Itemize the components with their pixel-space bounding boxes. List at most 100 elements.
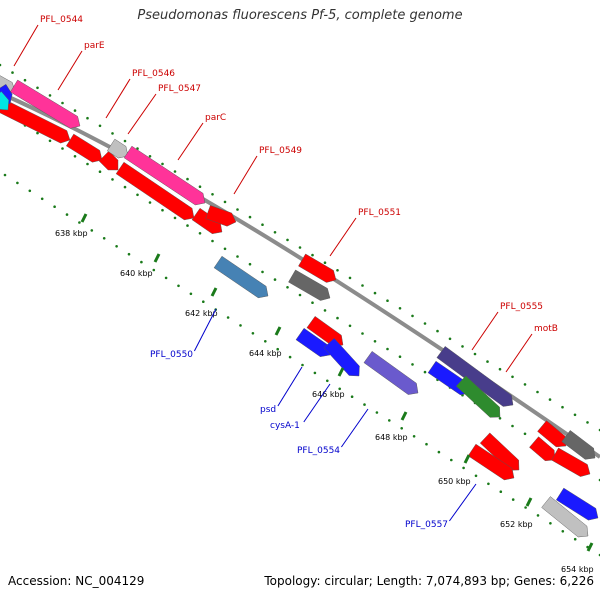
- gene-arrow[interactable]: [295, 327, 334, 360]
- ring-dot: [323, 261, 327, 265]
- leader-line: [193, 308, 217, 352]
- ring-dot: [261, 223, 264, 226]
- ring-dot: [0, 63, 2, 67]
- ring-dot: [561, 530, 565, 533]
- ring-dot: [248, 215, 252, 219]
- gene-label-top[interactable]: PFL_0549: [259, 146, 302, 156]
- ring-dot: [536, 514, 540, 517]
- gene-label-top[interactable]: motB: [534, 324, 558, 334]
- gene-arrow[interactable]: [541, 496, 593, 542]
- gene-label-bottom[interactable]: psd: [260, 405, 276, 415]
- ring-dot: [86, 162, 89, 166]
- gene-arrow[interactable]: [213, 255, 272, 302]
- ring-dot: [461, 345, 464, 348]
- ring-dot: [301, 363, 304, 367]
- ring-dot: [348, 324, 352, 328]
- gene-label-top[interactable]: PFL_0546: [132, 69, 175, 79]
- ring-dot: [549, 522, 552, 525]
- gene-arrow[interactable]: [561, 430, 599, 463]
- tick-mark: [400, 411, 408, 421]
- gene-label-bottom[interactable]: PFL_0550: [150, 350, 193, 360]
- ring-dot: [375, 411, 379, 414]
- gene-label-top[interactable]: parE: [84, 41, 105, 51]
- ring-dot: [286, 286, 289, 289]
- ring-dot: [523, 432, 527, 436]
- gene-arrow[interactable]: [298, 253, 339, 286]
- ring-dot: [573, 537, 577, 541]
- gene-arrow[interactable]: [0, 97, 73, 147]
- gene-arrow[interactable]: [323, 338, 364, 380]
- ring-dot: [177, 284, 180, 288]
- ring-dot: [189, 292, 193, 296]
- ring-dot: [486, 360, 489, 363]
- gene-arrow[interactable]: [205, 205, 239, 228]
- gene-label-top[interactable]: PFL_0544: [40, 15, 83, 25]
- gene-arrow[interactable]: [98, 150, 123, 175]
- accession-text: Accession: NC_004129: [8, 574, 145, 588]
- tick-label: 648 kbp: [375, 433, 408, 442]
- ring-dot: [511, 375, 514, 379]
- ring-dot: [173, 216, 177, 220]
- gene-arrow[interactable]: [529, 436, 559, 466]
- ring-dot: [48, 139, 52, 143]
- gene-arrow[interactable]: [66, 133, 105, 166]
- tick-label: 652 kbp: [500, 520, 533, 529]
- feature-track[interactable]: [0, 71, 600, 542]
- ring-dot: [487, 482, 490, 486]
- gene-arrow[interactable]: [436, 346, 517, 410]
- ring-dot: [111, 132, 114, 135]
- gene-label-top[interactable]: PFL_0551: [358, 208, 401, 218]
- ring-dot: [450, 458, 453, 462]
- gene-label-top[interactable]: parC: [205, 113, 226, 123]
- tick-label: 638 kbp: [55, 229, 88, 238]
- ring-dot: [53, 205, 56, 208]
- ring-dot: [311, 253, 314, 257]
- ring-dot: [288, 355, 292, 359]
- gene-arrow[interactable]: [537, 420, 571, 452]
- gene-arrow[interactable]: [363, 351, 422, 398]
- leader-line: [303, 383, 331, 423]
- ring-dot: [211, 193, 214, 196]
- gene-arrow[interactable]: [551, 447, 594, 480]
- gene-label-top[interactable]: PFL_0555: [500, 302, 543, 312]
- ring-dot: [61, 101, 64, 105]
- gene-arrow[interactable]: [123, 145, 209, 209]
- ring-dot: [323, 309, 327, 312]
- gene-label-bottom[interactable]: cysA-1: [270, 421, 300, 431]
- gene-arrow[interactable]: [455, 375, 504, 422]
- gene-label-top[interactable]: PFL_0547: [158, 84, 201, 94]
- ring-dot: [473, 352, 477, 356]
- ring-dot: [202, 300, 205, 304]
- gene-arrow[interactable]: [288, 269, 333, 304]
- leader-line: [177, 122, 204, 161]
- ring-dot: [388, 419, 391, 422]
- ring-dot: [248, 262, 252, 266]
- ring-dot: [198, 232, 202, 235]
- gene-label-bottom[interactable]: PFL_0554: [297, 446, 340, 456]
- gene-arrow[interactable]: [555, 487, 600, 524]
- ring-dot: [548, 398, 552, 401]
- ring-dot: [115, 245, 118, 248]
- ring-dot: [127, 252, 131, 256]
- ring-dot: [223, 247, 227, 251]
- gene-arrow[interactable]: [10, 79, 83, 132]
- ring-dot: [28, 189, 32, 193]
- ring-dot: [348, 276, 352, 280]
- gene-arrow[interactable]: [115, 161, 198, 224]
- gene-arrow[interactable]: [106, 138, 132, 162]
- ring-dot: [36, 86, 39, 90]
- gene-label-bottom[interactable]: PFL_0557: [405, 520, 448, 530]
- gene-arrow[interactable]: [479, 432, 524, 475]
- gene-arrow[interactable]: [467, 443, 518, 484]
- ring-dot: [286, 238, 289, 242]
- ring-dot: [236, 255, 239, 258]
- ring-dot: [373, 340, 377, 343]
- ring-dot: [536, 390, 539, 394]
- tick-label: 654 kbp: [561, 565, 594, 574]
- leader-line: [105, 78, 131, 119]
- ring-dot: [398, 307, 402, 310]
- ring-dot: [152, 268, 156, 272]
- gene-arrow[interactable]: [0, 91, 13, 114]
